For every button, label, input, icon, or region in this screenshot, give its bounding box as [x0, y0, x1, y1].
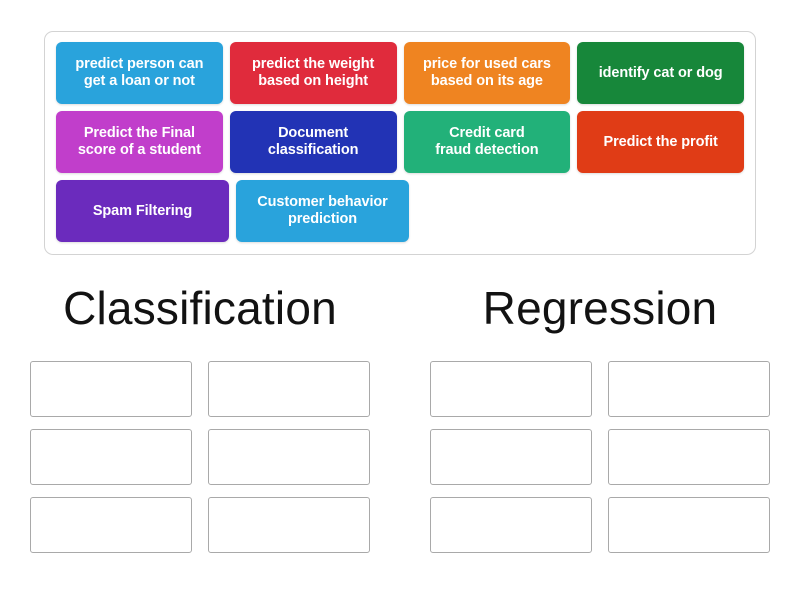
draggable-tile-predict-the-profit[interactable]: Predict the profit [577, 111, 744, 173]
draggable-tile-loan-prediction[interactable]: predict person can get a loan or not [56, 42, 223, 104]
drop-slot-classification-6[interactable] [208, 497, 370, 553]
draggable-tile-customer-behavior[interactable]: Customer behavior prediction [236, 180, 409, 242]
category-heading-regression: Regression [482, 282, 718, 334]
drop-slot-regression-5[interactable] [430, 497, 592, 553]
tile-label-line1: price for used cars [422, 56, 551, 73]
tile-label-line2: prediction [287, 211, 358, 227]
drop-zone-classification [0, 361, 400, 553]
draggable-tile-final-score-prediction[interactable]: Predict the Final score of a student [56, 111, 223, 173]
draggable-tile-used-car-price[interactable]: price for used cars based on its age [403, 42, 571, 104]
tile-bank-row-2: Predict the Final score of a student Doc… [56, 111, 744, 173]
tile-bank-row-3: Spam Filtering Customer behavior predict… [56, 180, 744, 242]
draggable-tile-bank: predict person can get a loan or not pre… [44, 31, 756, 255]
tile-label-line1: predict person can [75, 56, 204, 73]
drop-slot-regression-6[interactable] [608, 497, 770, 553]
tile-label-line1: Credit card [449, 125, 525, 142]
drop-zone-regression [400, 361, 800, 553]
tile-label-line2: classification [267, 142, 359, 158]
drop-slot-classification-4[interactable] [208, 429, 370, 485]
tile-label-line2: score of a student [77, 142, 201, 158]
tile-label-line1: Predict the Final [83, 125, 195, 142]
tile-label-line1: Document [278, 125, 349, 142]
tile-label-line1: identify cat or dog [598, 64, 723, 81]
category-headings: Classification Regression [0, 285, 800, 331]
drop-slot-regression-1[interactable] [430, 361, 592, 417]
draggable-tile-spam-filtering[interactable]: Spam Filtering [56, 180, 229, 242]
tile-label-line2: based on its age [430, 73, 543, 89]
drop-slot-classification-3[interactable] [30, 429, 192, 485]
tile-bank-row-1: predict person can get a loan or not pre… [56, 42, 744, 104]
draggable-tile-document-classification[interactable]: Document classification [229, 111, 397, 173]
drop-slot-classification-5[interactable] [30, 497, 192, 553]
drop-slot-classification-1[interactable] [30, 361, 192, 417]
tile-label-line2: get a loan or not [83, 73, 195, 89]
tile-label-line2: fraud detection [435, 142, 539, 158]
drop-slot-area [0, 361, 800, 553]
tile-label-line2: based on height [258, 73, 368, 89]
draggable-tile-weight-prediction[interactable]: predict the weight based on height [229, 42, 397, 104]
tile-label-line1: Predict the profit [603, 133, 718, 150]
drop-slot-regression-4[interactable] [608, 429, 770, 485]
tile-label-line1: Customer behavior [257, 194, 388, 211]
category-heading-classification: Classification [63, 282, 337, 334]
draggable-tile-credit-card-fraud[interactable]: Credit card fraud detection [403, 111, 571, 173]
drop-slot-regression-3[interactable] [430, 429, 592, 485]
tile-label-line1: predict the weight [251, 56, 375, 73]
drop-slot-classification-2[interactable] [208, 361, 370, 417]
drop-slot-regression-2[interactable] [608, 361, 770, 417]
draggable-tile-identify-cat-or-dog[interactable]: identify cat or dog [577, 42, 744, 104]
tile-label-line1: Spam Filtering [92, 202, 193, 219]
